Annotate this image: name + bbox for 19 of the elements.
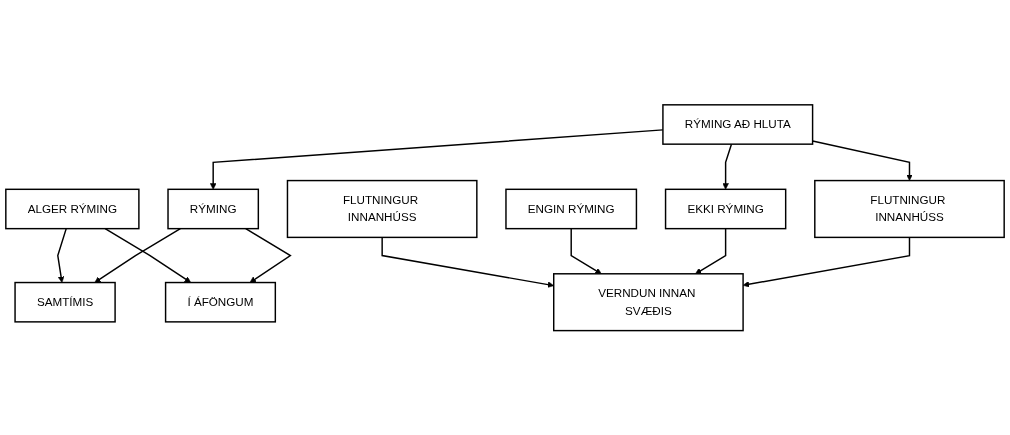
arrow: [570, 227, 602, 274]
arrow: [57, 227, 67, 283]
node-box: FLUTNINGUR INNANHÚSS: [286, 179, 478, 238]
node-box: EKKI RÝMING: [664, 188, 787, 230]
node-box: ENGIN RÝMING: [505, 188, 638, 230]
arrow: [381, 236, 554, 288]
arrow: [811, 140, 913, 181]
node-box: RÝMING AÐ HLUTA: [662, 103, 814, 145]
node-box: FLUTNINGUR INNANHÚSS: [814, 179, 1005, 238]
node-box: SAMTÍMIS: [14, 281, 116, 323]
arrow: [104, 227, 192, 283]
node-box: ALGER RÝMING: [5, 188, 140, 230]
arrow: [722, 143, 733, 190]
node-box: RÝMING: [167, 188, 260, 230]
arrow: [94, 227, 182, 283]
arrow: [245, 227, 292, 283]
node-box: Í ÁFÖNGUM: [164, 281, 277, 323]
arrow: [695, 227, 727, 274]
node-box: VERNDUN INNAN SVÆÐIS: [553, 272, 744, 332]
